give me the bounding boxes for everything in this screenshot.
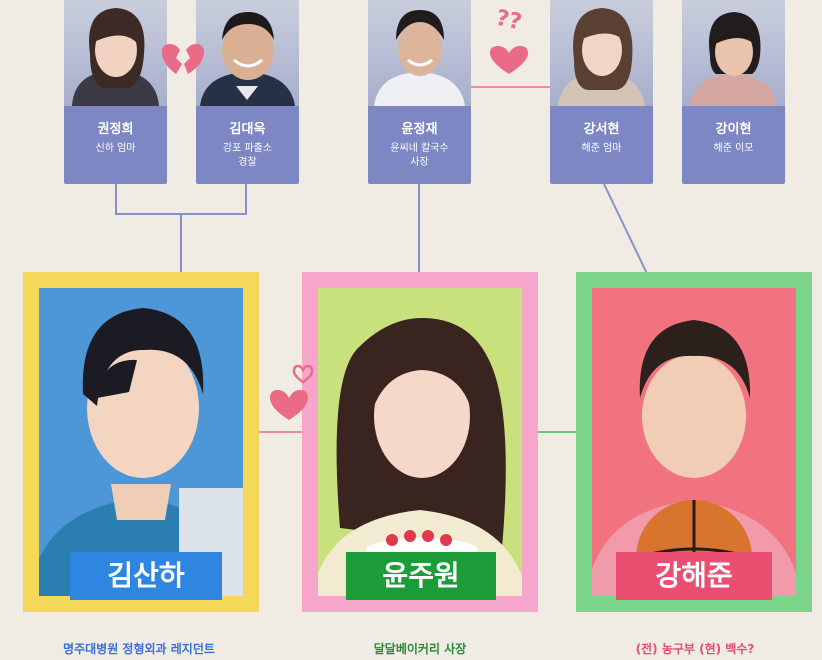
portrait-kwon-jeonghee (64, 0, 167, 106)
frame-yoon-juwon (302, 272, 538, 612)
role-kwon-jeonghee: 신하 엄마 (95, 143, 136, 154)
broken-heart-icon (162, 44, 204, 74)
card-kang-ihyun: 강이현 해준 이모 (682, 0, 785, 184)
line-kang-down (603, 183, 653, 285)
name-kim-daeuk: 김대욱 (229, 122, 266, 137)
portrait-yoon-juwon (312, 288, 528, 596)
question-marks: ?? (493, 5, 524, 36)
portrait-kim-daeuk (196, 0, 299, 106)
card-yoon-jeongjae: 윤정재 윤씨네 칼국수 사장 (368, 0, 471, 184)
role-kang-ihyun: 해준 이모 (713, 143, 754, 154)
portrait-yoon-jeongjae (368, 0, 471, 106)
portrait-kang-ihyun (682, 0, 785, 106)
label-yoon-juwon: 윤주원 (346, 552, 496, 600)
heart-outline-icon (292, 364, 314, 384)
portrait-kang-haejun (586, 288, 802, 616)
name-kang-ihyun: 강이현 (715, 122, 752, 137)
desc-yoon-juwon: 달달베이커리 사장 (373, 642, 467, 656)
name-yoon-jeongjae: 윤정재 (401, 122, 438, 137)
frame-kang-haejun (576, 272, 812, 616)
role-kang-seohyun: 해준 엄마 (581, 143, 622, 154)
card-kwon-jeonghee: 권정희 신하 엄마 (64, 0, 167, 184)
role-yoon-jeongjae: 윤씨네 칼국수 사장 (390, 143, 449, 168)
label-kim-sanha: 김산하 (70, 552, 222, 600)
portrait-kim-sanha (29, 288, 253, 596)
heart-icon (490, 46, 528, 74)
desc-kang-haejun: (전) 농구부 (현) 백수? (635, 642, 755, 656)
role-kim-daeuk: 강포 파출소 경찰 (222, 143, 273, 168)
name-kwon-jeonghee: 권정희 (97, 122, 134, 137)
heart-icon (270, 390, 308, 420)
line-kwon-kim (115, 184, 247, 215)
label-kang-haejun: 강해준 (616, 552, 772, 600)
name-kang-seohyun: 강서현 (583, 122, 620, 137)
card-kim-daeuk: 김대욱 강포 파출소 경찰 (196, 0, 299, 184)
desc-kim-sanha: 명주대병원 정형외과 레지던트 (63, 642, 215, 656)
card-kang-seohyun: 강서현 해준 엄마 (550, 0, 653, 184)
portrait-kang-seohyun (550, 0, 653, 106)
